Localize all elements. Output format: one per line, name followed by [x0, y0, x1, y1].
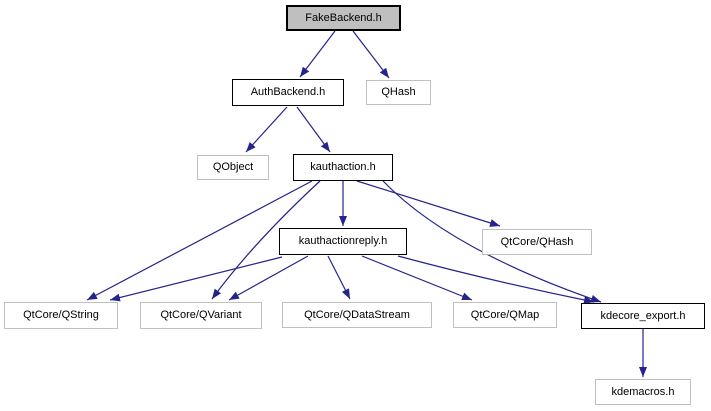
node-fakebackend: FakeBackend.h [286, 5, 401, 31]
node-qtcore-qmap: QtCore/QMap [453, 302, 557, 328]
edge-kauthactionreply-kdecore-export [397, 255, 595, 304]
edge-kauthaction-qtcore-qvariant [211, 180, 321, 300]
node-kauthaction[interactable]: kauthaction.h [293, 154, 393, 181]
node-authbackend[interactable]: AuthBackend.h [232, 79, 344, 106]
edge-fakebackend-qhash [352, 30, 390, 79]
node-qobject: QObject [197, 155, 269, 180]
edge-kauthaction-qtcore-qhash [356, 180, 501, 227]
node-qtcore-qstring: QtCore/QString [4, 302, 118, 329]
node-kdecore-export[interactable]: kdecore_export.h [581, 303, 705, 329]
edge-kauthaction-qtcore-qstring [86, 180, 313, 301]
edge-kauthactionreply-qtcore-qstring [109, 256, 283, 302]
node-qtcore-qdatastream: QtCore/QDataStream [282, 302, 432, 328]
edge-kauthactionreply-qtcore-qvariant [228, 255, 309, 301]
node-qtcore-qhash: QtCore/QHash [482, 229, 592, 255]
node-qhash: QHash [366, 80, 431, 105]
edge-fakebackend-authbackend [299, 30, 336, 78]
node-kdemacros: kdemacros.h [595, 379, 691, 405]
node-qtcore-qvariant: QtCore/QVariant [140, 302, 262, 329]
edge-authbackend-kauthaction [296, 106, 331, 153]
edge-kauthactionreply-qtcore-qdatastream [327, 255, 351, 300]
edge-kauthaction-kdecore-export [382, 180, 602, 303]
edge-authbackend-qobject [245, 106, 288, 153]
node-kauthactionreply[interactable]: kauthactionreply.h [279, 228, 407, 255]
edge-kauthactionreply-qtcore-qmap [361, 255, 473, 301]
